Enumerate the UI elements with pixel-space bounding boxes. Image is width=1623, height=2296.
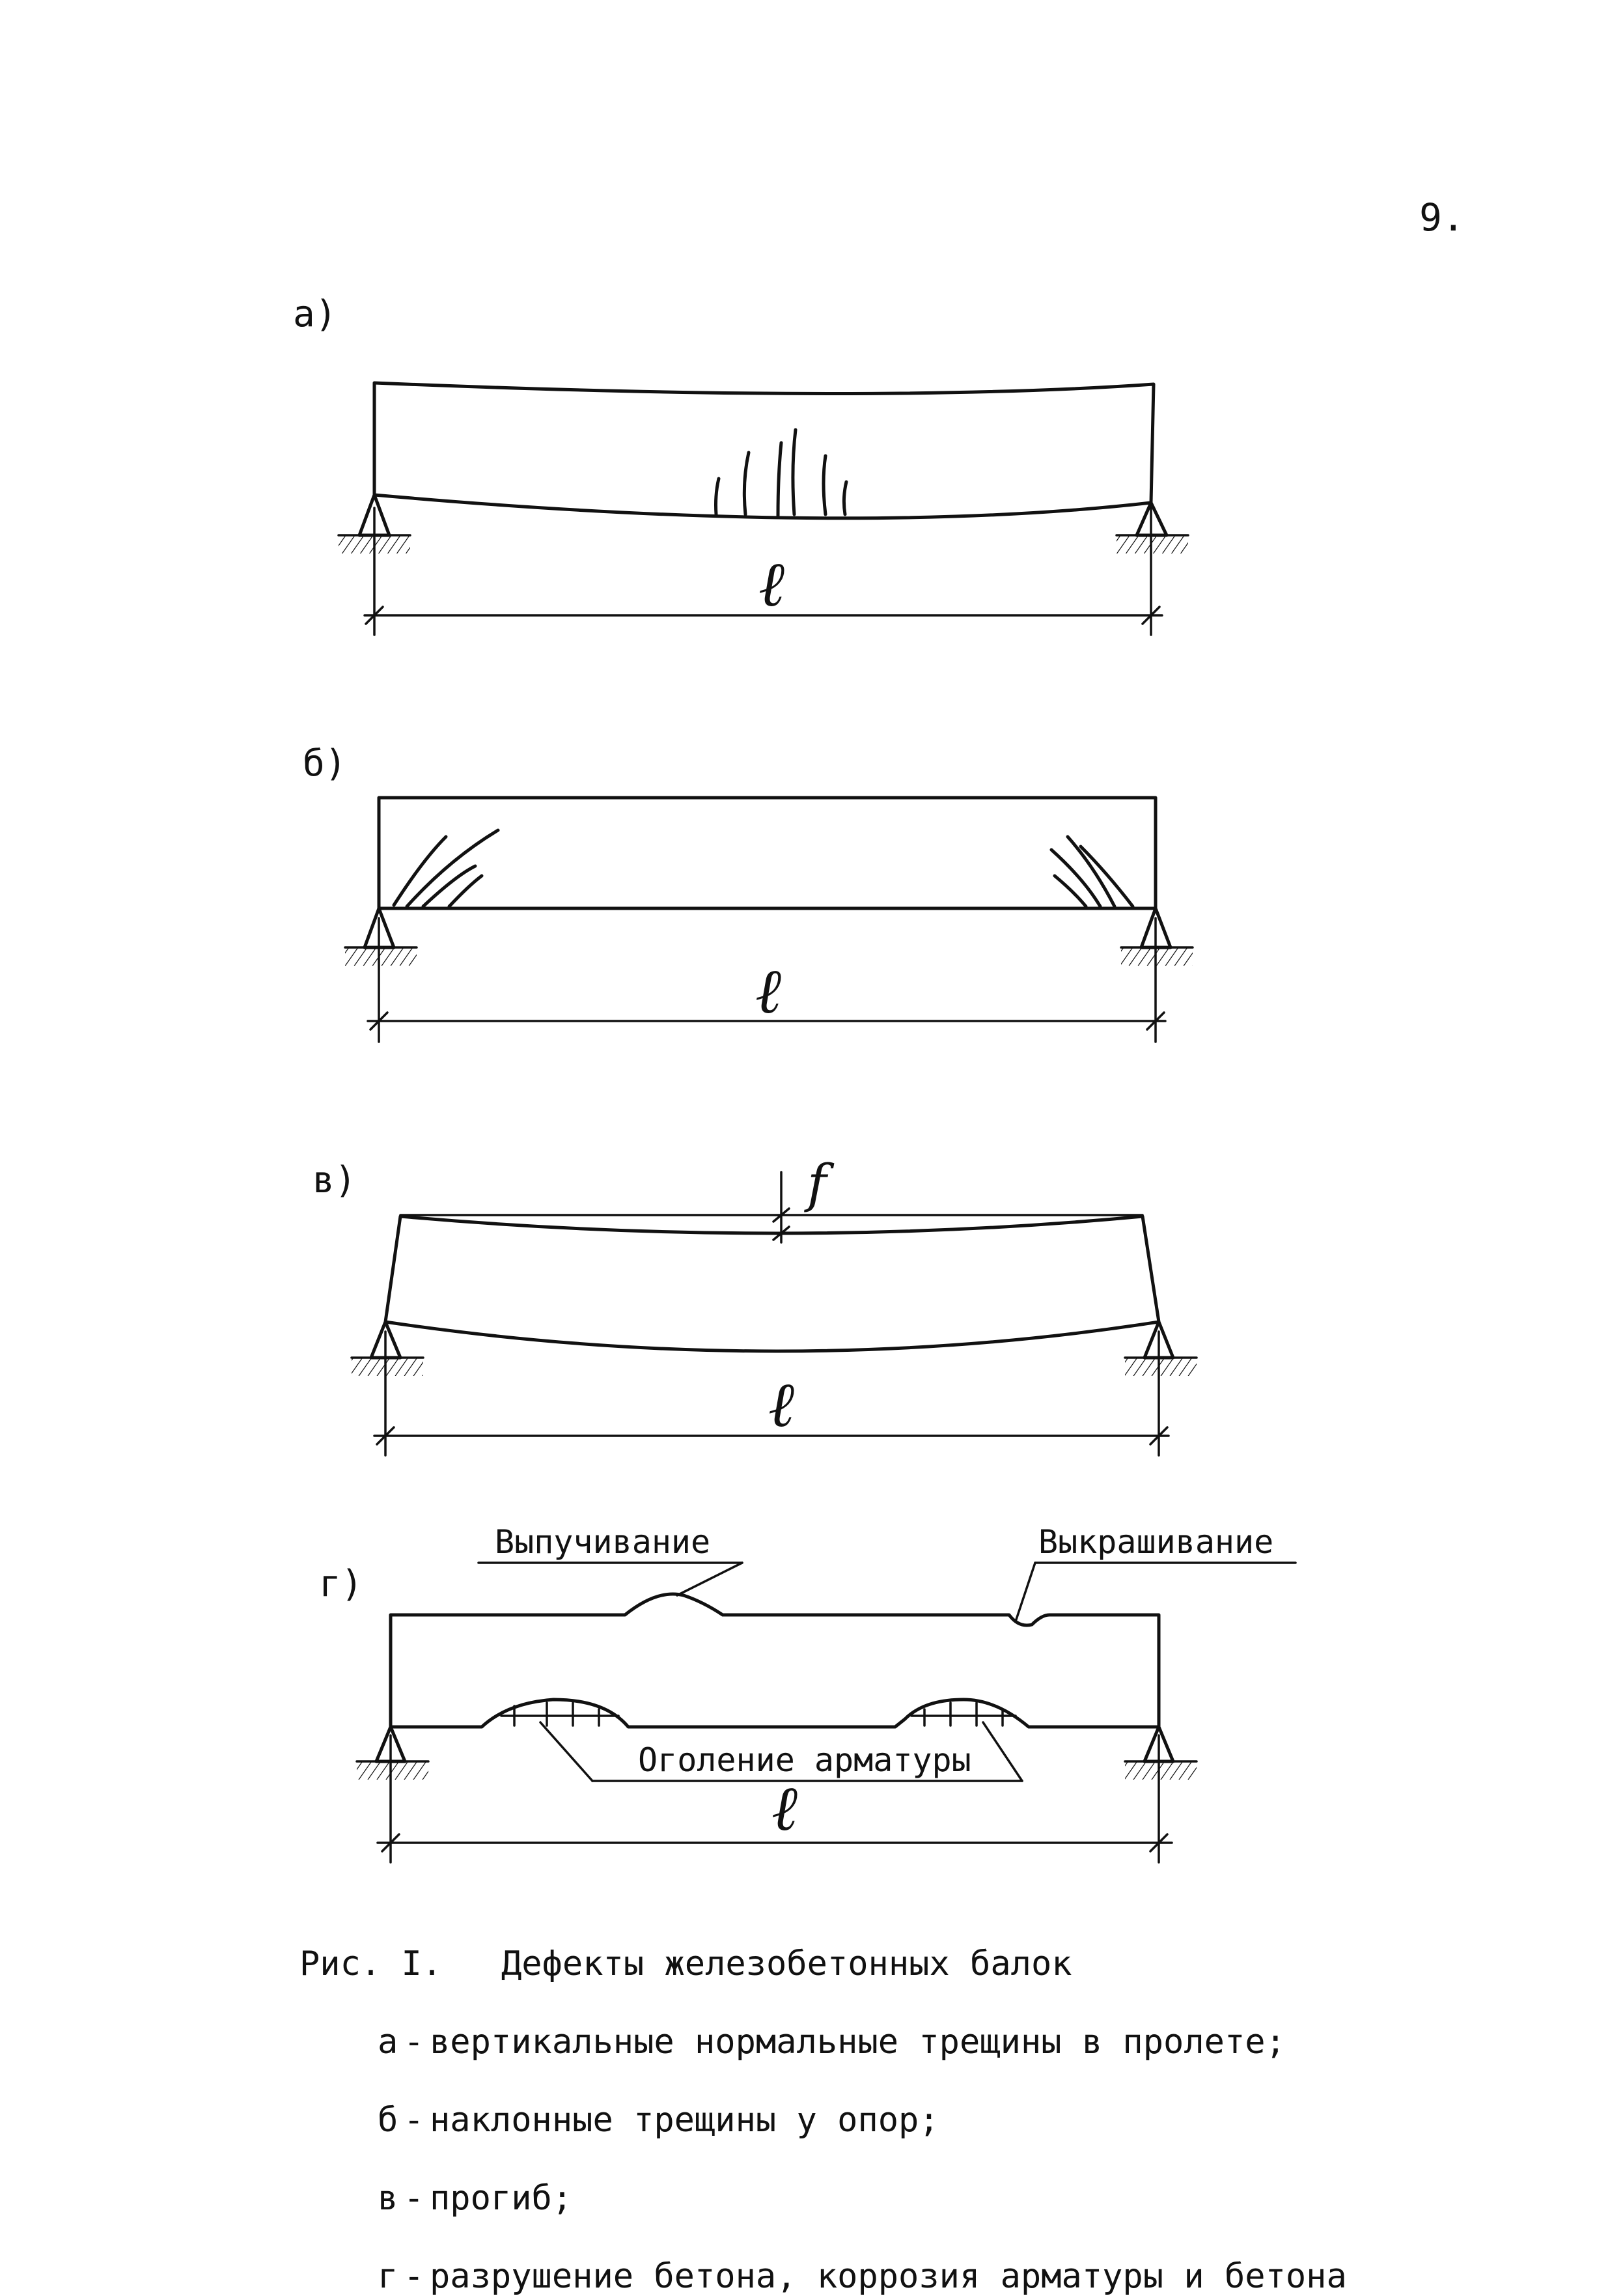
crack [776, 441, 783, 518]
span-label: ℓ [768, 1368, 794, 1441]
caption-item-a: а-вертикальные нормальные трещины в прол… [378, 2023, 1286, 2062]
panel-b-beam: ℓ [344, 796, 1194, 1043]
span-dimension: ℓ [367, 917, 1167, 1043]
panel-g-beam: Выпучивание Выкрашивание Оголение армату… [355, 1523, 1297, 1864]
inclined-cracks-right [1049, 835, 1135, 908]
right-support [1115, 501, 1189, 553]
span-dimension: ℓ [363, 507, 1163, 636]
span-label: ℓ [758, 548, 784, 621]
right-support [1124, 1725, 1198, 1780]
panel-label-a: а) [293, 293, 337, 335]
caption-item-v: в-прогиб; [378, 2179, 573, 2218]
spalling-label: Выкрашивание [1038, 1523, 1273, 1561]
left-support [355, 1725, 430, 1780]
beam-outline [383, 1214, 1161, 1353]
buckling-callout: Выпучивание [477, 1523, 743, 1597]
panel-label-b: б) [303, 742, 347, 785]
panel-label-g: г) [319, 1563, 363, 1605]
exposed-rebar-right [910, 1701, 1017, 1727]
crack [714, 477, 721, 516]
right-support [1124, 1320, 1198, 1376]
exposed-rebar-left [500, 1701, 620, 1727]
normal-cracks [714, 428, 848, 518]
span-dimension: ℓ [376, 1734, 1173, 1864]
beam-outline [389, 1592, 1161, 1729]
inclined-cracks-left [392, 828, 500, 908]
crack [791, 428, 798, 516]
caption-item-b: б-наклонные трещины у опор; [378, 2101, 939, 2140]
crack [822, 454, 827, 516]
page-number: 9. [1419, 195, 1465, 240]
span-label: ℓ [755, 955, 781, 1028]
left-support [344, 906, 418, 966]
rebar-exposure-callout: Оголение арматуры [539, 1721, 1023, 1782]
figure-number: Рис. I. [299, 1944, 443, 1983]
figure-title: Дефекты железобетонных балок [501, 1944, 1072, 1983]
beam-outline [377, 796, 1158, 910]
buckling-label: Выпучивание [495, 1523, 710, 1561]
span-dimension: ℓ [373, 1330, 1170, 1457]
spalling-callout: Выкрашивание [1014, 1523, 1297, 1623]
span-label: ℓ [771, 1772, 798, 1845]
caption-item-g: г-разрушение бетона, коррозия арматуры и… [378, 2257, 1347, 2296]
crack [842, 480, 848, 516]
rebar-exposure-label: Оголение арматуры [638, 1741, 971, 1779]
beam-outline [372, 381, 1156, 520]
panel-v-beam: f ℓ [350, 1153, 1198, 1457]
deflection-dimension: f [772, 1153, 835, 1244]
panel-label-v: в) [312, 1159, 357, 1201]
crack [742, 451, 751, 516]
caption-title-line: Рис. I. Дефекты железобетонных балок [299, 1947, 1072, 1981]
left-support [350, 1320, 424, 1376]
deflection-label: f [804, 1153, 835, 1214]
panel-a-beam: ℓ [337, 381, 1189, 636]
right-support [1120, 906, 1194, 966]
